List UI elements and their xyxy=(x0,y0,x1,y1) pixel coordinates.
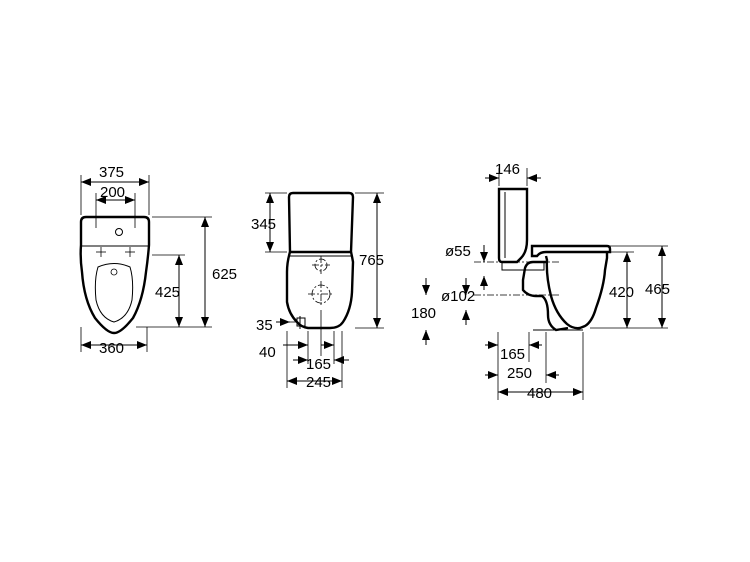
top-view-fixing-marks xyxy=(96,247,135,276)
dim-side-o55: ø55 xyxy=(445,243,471,260)
front-view-bowl xyxy=(285,251,355,330)
side-view: 146 ø55 ø102 180 420 465 165 250 480 xyxy=(411,161,670,402)
side-view-flush-connector xyxy=(501,262,545,271)
front-view-cistern xyxy=(287,191,355,254)
side-view-bowl xyxy=(544,252,609,330)
dim-side-180: 180 xyxy=(411,305,436,322)
dim-side-465: 465 xyxy=(645,281,670,298)
dim-front-35: 35 xyxy=(256,317,273,334)
dim-front-40: 40 xyxy=(259,344,276,361)
dim-side-250: 250 xyxy=(507,365,532,382)
top-view-seat xyxy=(94,263,134,323)
front-view: 345 765 35 40 165 245 xyxy=(251,191,384,391)
dim-front-765: 765 xyxy=(359,252,384,269)
front-view-inlet-mark xyxy=(312,256,330,274)
dim-side-165: 165 xyxy=(500,346,525,363)
dim-top-360: 360 xyxy=(99,340,124,357)
dim-side-480: 480 xyxy=(527,385,552,402)
top-view: 375 200 625 425 360 xyxy=(79,164,237,357)
dim-front-245: 245 xyxy=(306,374,331,391)
dim-front-165: 165 xyxy=(306,356,331,373)
dim-top-625: 625 xyxy=(212,266,237,283)
dim-top-200: 200 xyxy=(100,184,125,201)
dim-side-146: 146 xyxy=(495,161,520,178)
dim-top-375: 375 xyxy=(99,164,124,181)
dim-side-420: 420 xyxy=(609,284,634,301)
front-view-supply-connector xyxy=(296,316,306,329)
side-view-trapway xyxy=(521,260,569,332)
side-view-seat xyxy=(530,244,612,258)
front-view-outlet-mark xyxy=(308,281,334,307)
side-view-cistern xyxy=(497,187,529,264)
top-view-outline xyxy=(79,215,151,335)
top-view-button-icon xyxy=(115,228,123,236)
dim-front-345: 345 xyxy=(251,216,276,233)
dim-top-425: 425 xyxy=(155,284,180,301)
dim-side-o102: ø102 xyxy=(441,288,475,305)
